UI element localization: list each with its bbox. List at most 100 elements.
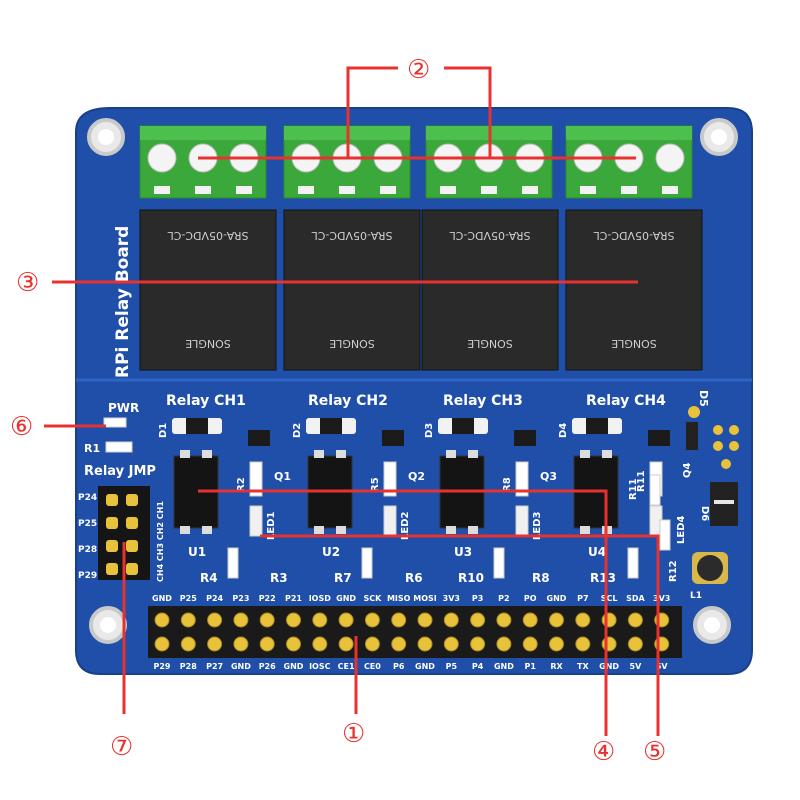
header-top-label: SCL: [601, 594, 618, 603]
header-pin: [496, 612, 512, 628]
header-pin: [601, 612, 617, 628]
ic-label: U2: [322, 545, 340, 559]
callout-3: ③: [16, 268, 39, 298]
r11-resistor: [649, 474, 661, 506]
header-bottom-label: P26: [259, 662, 276, 671]
resistor-label-bottom: R6: [405, 571, 423, 585]
jumper-pin: [106, 540, 118, 552]
header-pin: [180, 636, 196, 652]
header-pin: [338, 636, 354, 652]
header-top-label: P23: [232, 594, 249, 603]
header-pin: [522, 612, 538, 628]
mounting-hole-top-left: [87, 118, 125, 156]
header-bottom-label: GND: [415, 662, 435, 671]
header-bottom-label: GND: [231, 662, 251, 671]
header-bottom-label: GND: [494, 662, 514, 671]
gpio-header: [148, 606, 682, 658]
jumper-pin: [126, 540, 138, 552]
q4-label: Q4: [682, 462, 693, 478]
relay-part-label: SRA-05VDC-CL: [449, 229, 531, 242]
header-pin: [338, 612, 354, 628]
header-pin: [470, 612, 486, 628]
header-pin: [207, 612, 223, 628]
header-top-label: SCK: [363, 594, 382, 603]
ic-label: U1: [188, 545, 206, 559]
resistor-label-bottom: R13: [590, 571, 616, 585]
header-top-label: P3: [472, 594, 483, 603]
resistor-label-bottom: R10: [458, 571, 484, 585]
header-pin: [417, 636, 433, 652]
relays: SRA-05VDC-CL SONGLE SRA-05VDC-CL SONGLE SRA-…: [139, 209, 703, 371]
resistor-label-bottom: R8: [532, 571, 550, 585]
header-bottom-label: IOSC: [309, 662, 331, 671]
header-pin: [496, 636, 512, 652]
header-bottom-label: P6: [393, 662, 405, 671]
header-pin: [233, 612, 249, 628]
header-pin: [154, 636, 170, 652]
screw-terminal-3: [425, 125, 553, 199]
transistor-label: Q1: [274, 470, 291, 483]
pwr-label: PWR: [108, 401, 139, 415]
header-top-label: 3V3: [443, 594, 460, 603]
header-top-label: P22: [259, 594, 276, 603]
led-label: LED2: [400, 511, 411, 540]
led-label: LED1: [266, 511, 277, 540]
callout-5: ⑤: [643, 737, 666, 767]
transistor-label: Q3: [540, 470, 557, 483]
l1-label: L1: [690, 591, 702, 601]
pwr-led: [103, 417, 127, 428]
channel-label-4: Relay CH4: [586, 393, 666, 409]
ic-label: U4: [588, 545, 606, 559]
channel-label-2: Relay CH2: [308, 393, 388, 409]
jumper-pins: [106, 494, 138, 575]
header-bottom-label: P28: [180, 662, 197, 671]
jumper-channel-label: CH4 CH3 CH2 CH1: [156, 501, 165, 582]
relay-brand-label: SONGLE: [467, 337, 513, 350]
header-pin: [470, 636, 486, 652]
header-pin: [364, 636, 380, 652]
resistor: [383, 461, 397, 497]
led4-label: LED4: [676, 515, 687, 544]
relay-brand-label: SONGLE: [329, 337, 375, 350]
header-pin: [391, 612, 407, 628]
callout-1: ①: [342, 719, 365, 749]
channel-components: D1U1Q1R2LED1D2U2Q2R5LED2D3U3Q3R8LED3D4U4…: [158, 418, 670, 585]
header-pin: [180, 612, 196, 628]
board-title: RPi Relay Board: [113, 226, 133, 378]
callout-2: ②: [407, 55, 430, 85]
r1-resistor: [105, 441, 133, 453]
callout-4: ④: [592, 737, 615, 767]
relay-part-label: SRA-05VDC-CL: [167, 229, 249, 242]
header-top-label: PO: [524, 594, 537, 603]
led: [515, 505, 529, 537]
header-bottom-label: GND: [599, 662, 619, 671]
jumper-pin: [126, 494, 138, 506]
header-pin: [549, 636, 564, 652]
header-pin: [443, 612, 459, 628]
header-top-label: SDA: [626, 594, 645, 603]
header-top-label: P7: [577, 594, 588, 603]
header-bottom-label: CE1: [338, 662, 355, 671]
header-pin: [259, 636, 275, 652]
header-top-label: MISO: [387, 594, 411, 603]
relay-part-label: SRA-05VDC-CL: [593, 229, 675, 242]
resistor-label: R8: [502, 477, 513, 492]
resistor-label: R5: [370, 477, 381, 492]
resistor-label-bottom: R3: [270, 571, 288, 585]
jumper-pin: [106, 517, 118, 529]
relay-3: SRA-05VDC-CL SONGLE: [421, 209, 559, 371]
transistor: [248, 430, 270, 446]
screw-terminal-4: [565, 125, 693, 199]
header-pin: [575, 612, 591, 628]
callout-lines: [44, 66, 660, 736]
jumper-title: Relay JMP: [84, 464, 156, 479]
header-pin: [233, 636, 249, 652]
header-bottom-label: RX: [550, 662, 563, 671]
resistor-label-bottom: R4: [200, 571, 218, 585]
d6-label: D6: [699, 506, 710, 521]
